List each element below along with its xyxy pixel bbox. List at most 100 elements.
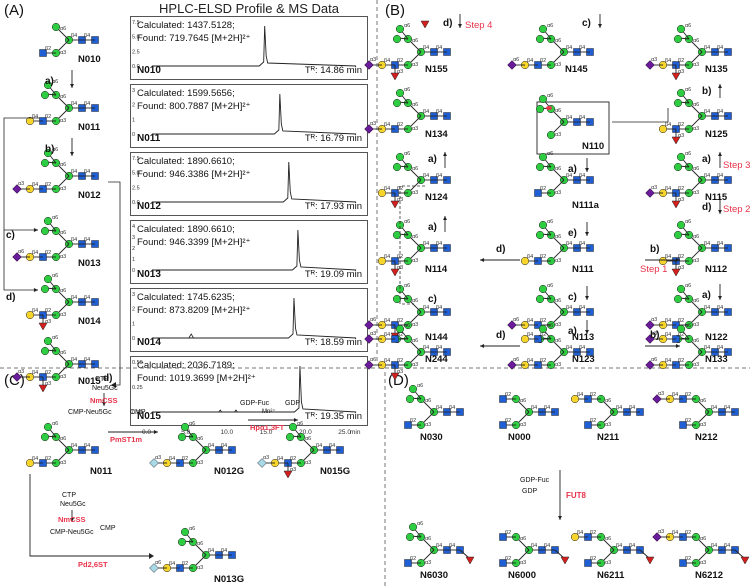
linkage-label: β4	[384, 358, 390, 364]
linkage-label: α3	[555, 362, 561, 368]
linkage-label: α6	[693, 234, 699, 240]
linkage-label: β4	[32, 114, 38, 120]
mannose-circle	[177, 432, 187, 442]
linkage-label: α6	[693, 102, 699, 108]
linkage-label: β4	[577, 392, 583, 398]
linkage-label: α6	[555, 38, 561, 44]
reaction-label: a)	[428, 222, 437, 233]
linkage-label: β4	[436, 45, 442, 51]
mannose-circle	[673, 98, 683, 108]
linkage-label: β4	[711, 543, 717, 549]
linkage-label: α6	[520, 398, 526, 404]
linkage-label: β2	[410, 556, 416, 562]
glycan-name: N015G	[320, 466, 350, 477]
linkage-label: β4	[423, 45, 429, 51]
retention-time: Tᴿ: 16.79 min	[304, 133, 362, 144]
linkage-label: α3	[412, 190, 418, 196]
linkage-label: α3	[605, 422, 611, 428]
linkage-label: α6	[404, 151, 410, 157]
chrom-id: N010	[137, 65, 161, 76]
reaction-label: d)	[443, 18, 452, 29]
linkage-label: β4	[717, 45, 723, 51]
fucose-triangle	[671, 136, 681, 145]
reagent-label: Neu5Gc	[92, 385, 118, 392]
arrow-head	[675, 344, 680, 348]
glycan-name: N133	[705, 354, 728, 365]
chromatogram-trace	[151, 297, 357, 339]
mannose-circle	[43, 274, 53, 284]
linkage-label: β2	[397, 332, 403, 338]
linkage-label: β4	[423, 345, 429, 351]
sialic-diamond	[645, 360, 655, 370]
linkage-label: β2	[505, 418, 511, 424]
mannose-circle	[392, 230, 402, 240]
linkage-label: α6	[547, 323, 553, 329]
glycan-name: N244	[425, 354, 448, 365]
retention-time: Tᴿ: 19.35 min	[304, 411, 362, 422]
linkage-label: α3	[520, 560, 526, 566]
linkage-label: β4	[436, 543, 442, 549]
glycan-name: N6212	[695, 570, 723, 581]
linkage-label: β4	[449, 405, 455, 411]
linkage-label: α6	[60, 162, 66, 168]
mannose-circle	[676, 324, 686, 334]
linkage-label: α6	[685, 87, 691, 93]
linkage-label: α3	[397, 369, 403, 375]
linkage-label: α6	[417, 383, 423, 389]
bond	[459, 549, 470, 559]
linkage-label: β2	[397, 318, 403, 324]
y-tick-label: 0	[132, 336, 135, 342]
linkage-label: β2	[540, 186, 546, 192]
chromatogram-n012: Calculated: 1890.6610;Found: 946.3386 [M…	[130, 152, 368, 216]
linkage-label: α3	[555, 322, 561, 328]
linkage-label: α3	[305, 460, 311, 466]
panel-label-a: (A)	[4, 2, 24, 19]
chromatogram-trace	[151, 161, 357, 203]
linkage-label: β4	[71, 357, 77, 363]
fucose-triangle	[390, 200, 400, 209]
reaction-label: a)	[568, 326, 577, 337]
linkage-label: β2	[678, 358, 684, 364]
linkage-label: α3	[263, 455, 269, 461]
sialic-diamond	[364, 320, 374, 330]
linkage-label: α6	[547, 283, 553, 289]
linkage-label: α3	[397, 69, 403, 75]
linkage-label: α3	[370, 57, 376, 63]
mannose-circle	[535, 230, 545, 240]
calc-text: Calculated: 1890.6610;Found: 946.3386 [M…	[137, 156, 251, 180]
linkage-label: α6	[555, 338, 561, 344]
chromatogram-n013: Calculated: 1890.6610;Found: 946.3399 [M…	[130, 220, 368, 284]
linkage-label: β2	[540, 332, 546, 338]
linkage-label: α6	[60, 26, 66, 32]
linkage-label: α6	[605, 398, 611, 404]
glycan-name: N013	[78, 258, 101, 269]
mannose-circle	[392, 162, 402, 172]
galactose-circle	[25, 116, 35, 126]
fucose-triangle	[420, 20, 430, 29]
linkage-label: α3	[412, 62, 418, 68]
linkage-label: β4	[717, 305, 723, 311]
linkage-label: β2	[410, 418, 416, 424]
arrow-head	[718, 152, 722, 157]
linkage-label: α6	[18, 249, 24, 255]
linkage-label: α6	[412, 166, 418, 172]
linkage-label: α3	[370, 121, 376, 127]
linkage-label: α6	[555, 298, 561, 304]
linkage-label: α6	[60, 350, 66, 356]
mannose-circle	[535, 104, 545, 114]
glycan-name: N111a	[572, 200, 600, 211]
x-tick-label: 25.0	[338, 429, 351, 436]
linkage-label: β4	[579, 173, 585, 179]
linkage-label: α6	[189, 421, 195, 427]
linkage-label: β4	[84, 295, 90, 301]
linkage-label: β4	[32, 182, 38, 188]
linkage-label: α3	[700, 422, 706, 428]
linkage-label: β4	[566, 345, 572, 351]
linkage-label: α3	[412, 322, 418, 328]
mannose-circle	[40, 432, 50, 442]
linkage-label: α3	[678, 69, 684, 75]
linkage-label: α3	[678, 133, 684, 139]
linkage-label: β2	[290, 456, 296, 462]
linkage-label: β4	[704, 305, 710, 311]
linkage-label: β4	[717, 173, 723, 179]
